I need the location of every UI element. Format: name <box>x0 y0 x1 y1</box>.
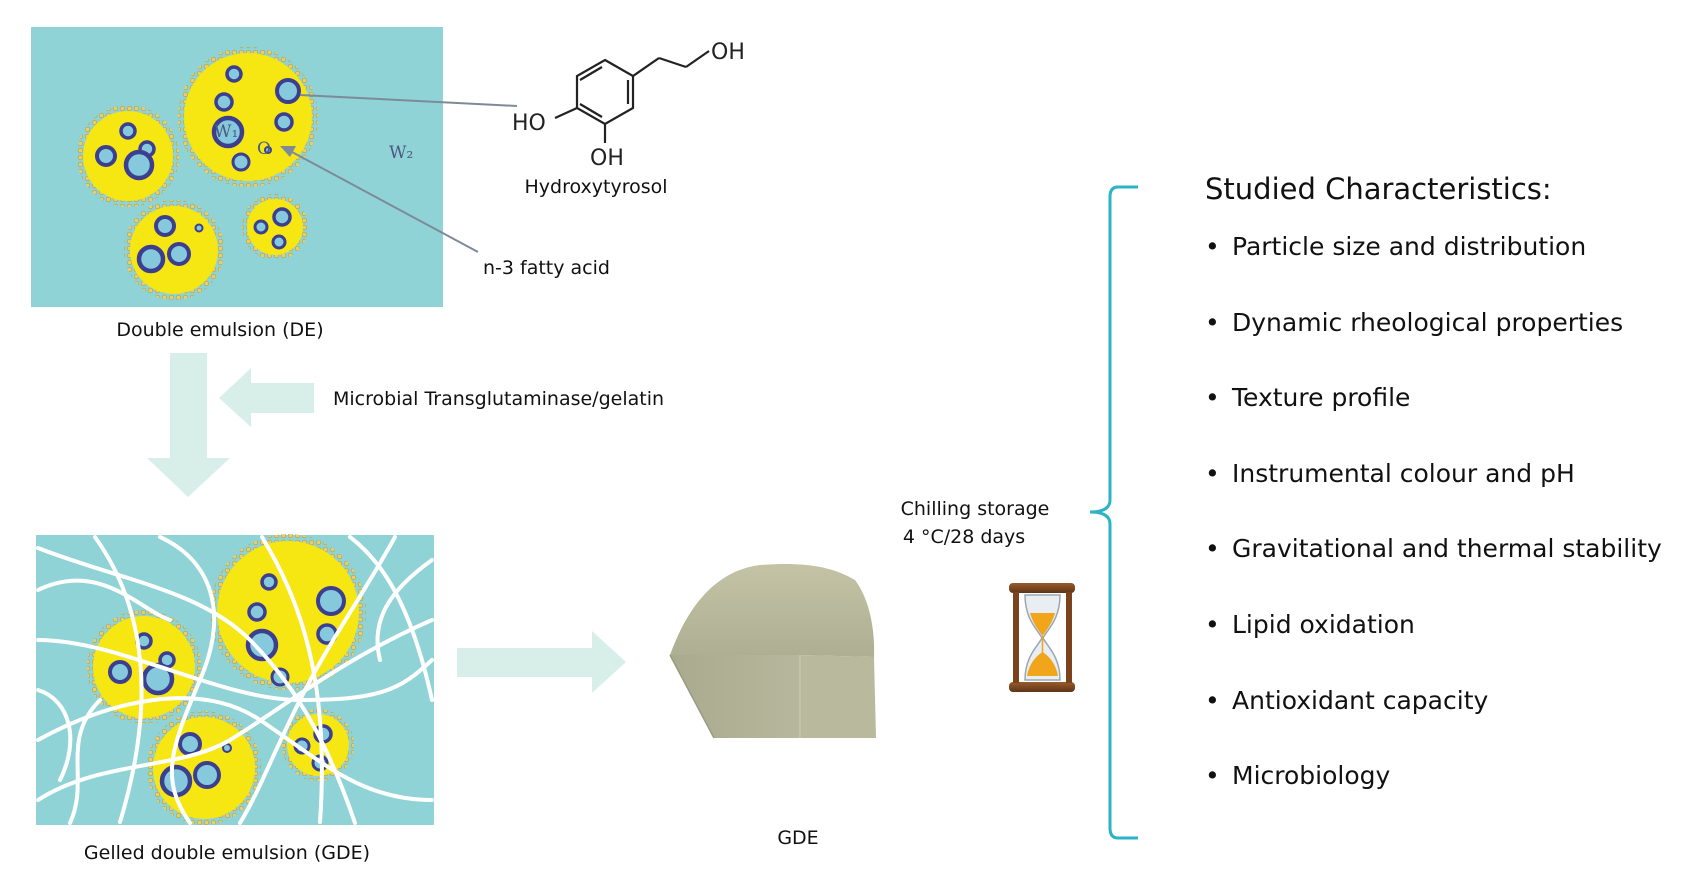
oil-droplet <box>87 610 201 724</box>
pointer-line-hydroxytyrosol <box>299 94 518 107</box>
studied-characteristics-panel: Studied Characteristics: • Particle size … <box>1205 172 1705 837</box>
inner-water-droplet <box>95 145 117 167</box>
inner-water-droplet <box>136 244 166 274</box>
curly-bracket <box>1089 185 1138 840</box>
list-item-label: Particle size and distribution <box>1232 232 1587 261</box>
gel-fiber-network <box>36 535 434 825</box>
list-item: • Lipid oxidation <box>1205 610 1705 686</box>
molecule-oh-top: OH <box>711 40 745 65</box>
bullet: • <box>1205 761 1220 791</box>
inner-water-droplet <box>225 65 243 83</box>
molecule-oh-bottom: OH <box>590 146 624 171</box>
inner-water-droplet <box>275 78 301 104</box>
list-item-label: Antioxidant capacity <box>1232 685 1489 715</box>
inner-water-droplet <box>119 122 137 140</box>
list-item-label: Gravitational and thermal stability <box>1232 534 1662 564</box>
list-item: • Particle size and distribution <box>1205 232 1705 308</box>
gde-sample-caption: GDE <box>777 827 818 849</box>
double-emulsion-caption: Double emulsion (DE) <box>116 319 323 341</box>
inner-water-droplet <box>193 761 221 789</box>
list-item: • Instrumental colour and pH <box>1205 459 1705 535</box>
pointer-arrow-fatty-acid <box>280 146 479 253</box>
inner-water-droplet <box>245 628 279 662</box>
list-item: • Microbiology <box>1205 761 1705 837</box>
inner-water-droplet <box>316 586 346 616</box>
gde-sample-block <box>669 563 876 739</box>
down-arrow <box>147 353 230 497</box>
inner-water-droplet <box>194 223 204 233</box>
bullet: • <box>1205 458 1220 488</box>
inner-water-droplet <box>178 732 202 756</box>
bullet: • <box>1205 383 1220 413</box>
storage-line-1: Chilling storage <box>901 498 1050 520</box>
inner-water-droplet <box>108 660 132 684</box>
molecule-ho-left: HO <box>512 111 546 136</box>
oil-droplet-large: W₁ O <box>178 47 318 187</box>
inner-water-droplet <box>274 112 294 132</box>
list-item-label: Dynamic rheological properties <box>1232 307 1624 337</box>
oil-droplet <box>77 105 179 207</box>
storage-line-2: 4 °C/28 days <box>903 526 1025 548</box>
inner-water-droplet <box>214 92 234 112</box>
list-item-label: Instrumental colour and pH <box>1232 458 1575 488</box>
right-arrow <box>457 631 626 693</box>
inner-water-droplet <box>231 152 251 172</box>
inner-water-droplet <box>260 573 278 591</box>
gelled-double-emulsion-caption: Gelled double emulsion (GDE) <box>84 842 370 864</box>
oil-droplet <box>282 709 354 781</box>
inner-water-droplet <box>247 602 267 622</box>
list-item: • Gravitational and thermal stability <box>1205 534 1705 610</box>
inner-water-droplet <box>264 146 272 154</box>
list-item: • Dynamic rheological properties <box>1205 308 1705 384</box>
left-arrow-reagent <box>219 368 314 427</box>
inner-water-droplet <box>167 242 191 266</box>
oil-droplet <box>147 711 261 825</box>
list-item: • Antioxidant capacity <box>1205 686 1705 762</box>
characteristics-list: • Particle size and distribution • Dynamic… <box>1205 232 1705 837</box>
label-w1: W₁ <box>214 122 238 142</box>
bullet: • <box>1205 307 1220 337</box>
bullet: • <box>1205 609 1220 639</box>
fatty-acid-label: n-3 fatty acid <box>483 257 610 279</box>
inner-water-droplet <box>272 207 292 227</box>
bullet: • <box>1205 534 1220 564</box>
bullet: • <box>1205 232 1220 261</box>
list-item-label: Microbiology <box>1232 761 1391 791</box>
label-w2: W₂ <box>389 143 413 163</box>
inner-water-droplet <box>154 215 176 237</box>
reagent-label: Microbial Transglutaminase/gelatin <box>333 388 664 410</box>
oil-droplet <box>124 200 224 300</box>
hydroxytyrosol-structure <box>554 50 710 143</box>
double-emulsion-panel: W₁ O W₂ <box>31 27 443 307</box>
bullet: • <box>1205 685 1220 715</box>
list-item-label: Texture profile <box>1232 383 1411 413</box>
inner-water-droplet <box>271 234 287 250</box>
list-item-label: Lipid oxidation <box>1232 609 1415 639</box>
inner-water-droplet <box>211 115 245 149</box>
inner-water-droplet <box>123 149 155 181</box>
molecule-name: Hydroxytyrosol <box>524 176 667 198</box>
list-item: • Texture profile <box>1205 383 1705 459</box>
hourglass-icon <box>1009 583 1075 692</box>
label-o: O <box>257 139 271 159</box>
oil-droplet <box>242 194 308 260</box>
inner-water-droplet <box>253 219 269 235</box>
characteristics-title: Studied Characteristics: <box>1205 172 1552 206</box>
gelled-double-emulsion-panel <box>36 534 434 825</box>
